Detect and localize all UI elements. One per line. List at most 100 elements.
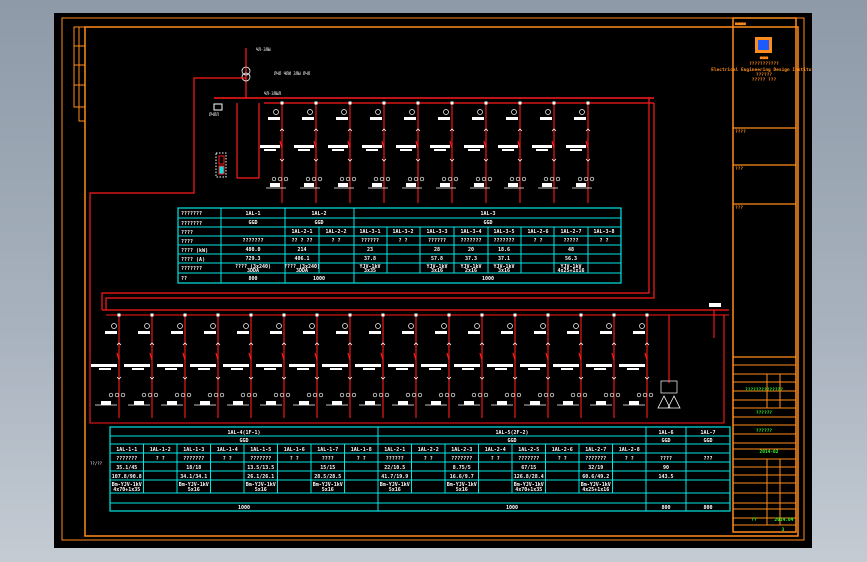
ct-icon: [447, 176, 453, 182]
outgoing-label: [576, 183, 586, 187]
disconnector-icon: [281, 342, 287, 346]
fuse-icon: [611, 376, 617, 380]
cad-drawing-canvas[interactable]: ■■■ ■■■■ ??????????? Electrical Engineer…: [54, 13, 817, 548]
circuit-id: 1AL-2-7: [585, 447, 606, 453]
date-value: 2014.04: [775, 517, 794, 523]
breaker-label: [260, 145, 280, 148]
ct-icon: [543, 392, 549, 398]
cable: 3x16: [498, 268, 510, 274]
ct-label: [540, 117, 552, 120]
ct-icon: [405, 392, 411, 398]
ct-icon: [246, 392, 252, 398]
ammeter-icon: [273, 109, 279, 115]
circuit-id: 1AL-2-6: [552, 447, 573, 453]
current: 37.3: [465, 256, 477, 262]
outgoing-label: [200, 401, 210, 405]
outgoing-label: [629, 401, 639, 405]
breaker-icon: [279, 140, 283, 149]
purpose: ? ?: [398, 238, 407, 244]
circuit-id: 1AL-3-4: [460, 229, 481, 235]
purpose: ? ?: [625, 456, 634, 462]
bus-node: [552, 101, 556, 105]
purpose: ???????: [183, 456, 204, 462]
outgoing-label: [563, 401, 573, 405]
circuit-id: 1AL-1-7: [317, 447, 338, 453]
breaker-label: [190, 364, 216, 367]
fuse-icon: [149, 376, 155, 380]
bottom-return-line: [89, 315, 725, 424]
cable: 2x16: [465, 268, 477, 274]
breaker-label-2: [165, 368, 177, 370]
ct-icon: [114, 392, 120, 398]
outgoing-label: [530, 401, 540, 405]
panel-type: GGD: [507, 438, 516, 444]
fuse-icon: [381, 158, 387, 162]
breaker-label-2: [536, 149, 548, 151]
panel-type: GGD: [239, 438, 248, 444]
breaker-label-2: [570, 149, 582, 151]
current: 107.8/90.8: [112, 474, 142, 480]
fuse-icon: [449, 158, 455, 162]
purpose: ??????: [361, 238, 379, 244]
ct-label: [336, 117, 348, 120]
transformer-icon: [241, 72, 251, 82]
purpose: ? ?: [223, 456, 232, 462]
ct-icon: [141, 392, 147, 398]
fuse-icon: [483, 158, 489, 162]
source-label: ЧЛ-ЗЛЫ: [256, 47, 271, 52]
ct-icon: [481, 176, 487, 182]
sheet-number: 3: [782, 527, 785, 533]
breaker-label-2: [400, 149, 412, 151]
top-load-table: ?????????????????????????? (kW)???? (A)?…: [177, 207, 622, 284]
ct-icon: [379, 176, 385, 182]
breaker-label-2: [330, 368, 342, 370]
ct-icon: [317, 176, 323, 182]
ct-icon: [147, 392, 153, 398]
breaker-icon: [449, 140, 453, 149]
meter-label: ЛЧЛЛ: [209, 112, 219, 117]
cable: Bm-YJV-1kV: [246, 482, 276, 488]
ct-icon: [543, 176, 549, 182]
purpose: ? ?: [599, 238, 608, 244]
power: 480.0: [245, 247, 260, 253]
disconnector-icon: [545, 342, 551, 346]
ammeter-icon: [507, 323, 513, 329]
breaker-label-2: [468, 149, 480, 151]
fuse-icon: [413, 376, 419, 380]
panel-type: GGD: [248, 220, 257, 226]
cable: Bm-YJV-1kV: [514, 482, 544, 488]
capacitor-icon: [218, 155, 225, 165]
ct-label: [404, 117, 416, 120]
ct-icon: [504, 392, 510, 398]
ct-icon: [279, 392, 285, 398]
ct-icon: [252, 392, 258, 398]
outgoing-label: [304, 183, 314, 187]
ct-label: [402, 331, 414, 334]
disconnector-icon: [512, 342, 518, 346]
ct-icon: [450, 392, 456, 398]
current: 26.1/26.1: [247, 474, 274, 480]
ct-label: [268, 117, 280, 120]
ct-icon: [516, 392, 522, 398]
ct-label: [237, 331, 249, 334]
fuse-icon: [314, 376, 320, 380]
disconnector-icon: [314, 342, 320, 346]
panel-name: 1AL-7: [700, 430, 715, 436]
bus-tie-line: [101, 98, 650, 310]
ct-icon: [305, 176, 311, 182]
bus-node: [117, 313, 121, 317]
disconnector-icon: [413, 342, 419, 346]
row-header: ???? (A): [181, 257, 205, 263]
power: 67/15: [521, 465, 536, 471]
outgoing-label: [372, 183, 382, 187]
breaker-label: [553, 364, 579, 367]
ammeter-icon: [639, 323, 645, 329]
purpose: ? ?: [558, 456, 567, 462]
breaker-label: [355, 364, 381, 367]
outgoing-label: [474, 183, 484, 187]
table-border: [177, 207, 622, 284]
circuit-id: 1AL-1-3: [183, 447, 204, 453]
ct-icon: [277, 176, 283, 182]
sheet-name: ??????: [756, 428, 773, 434]
